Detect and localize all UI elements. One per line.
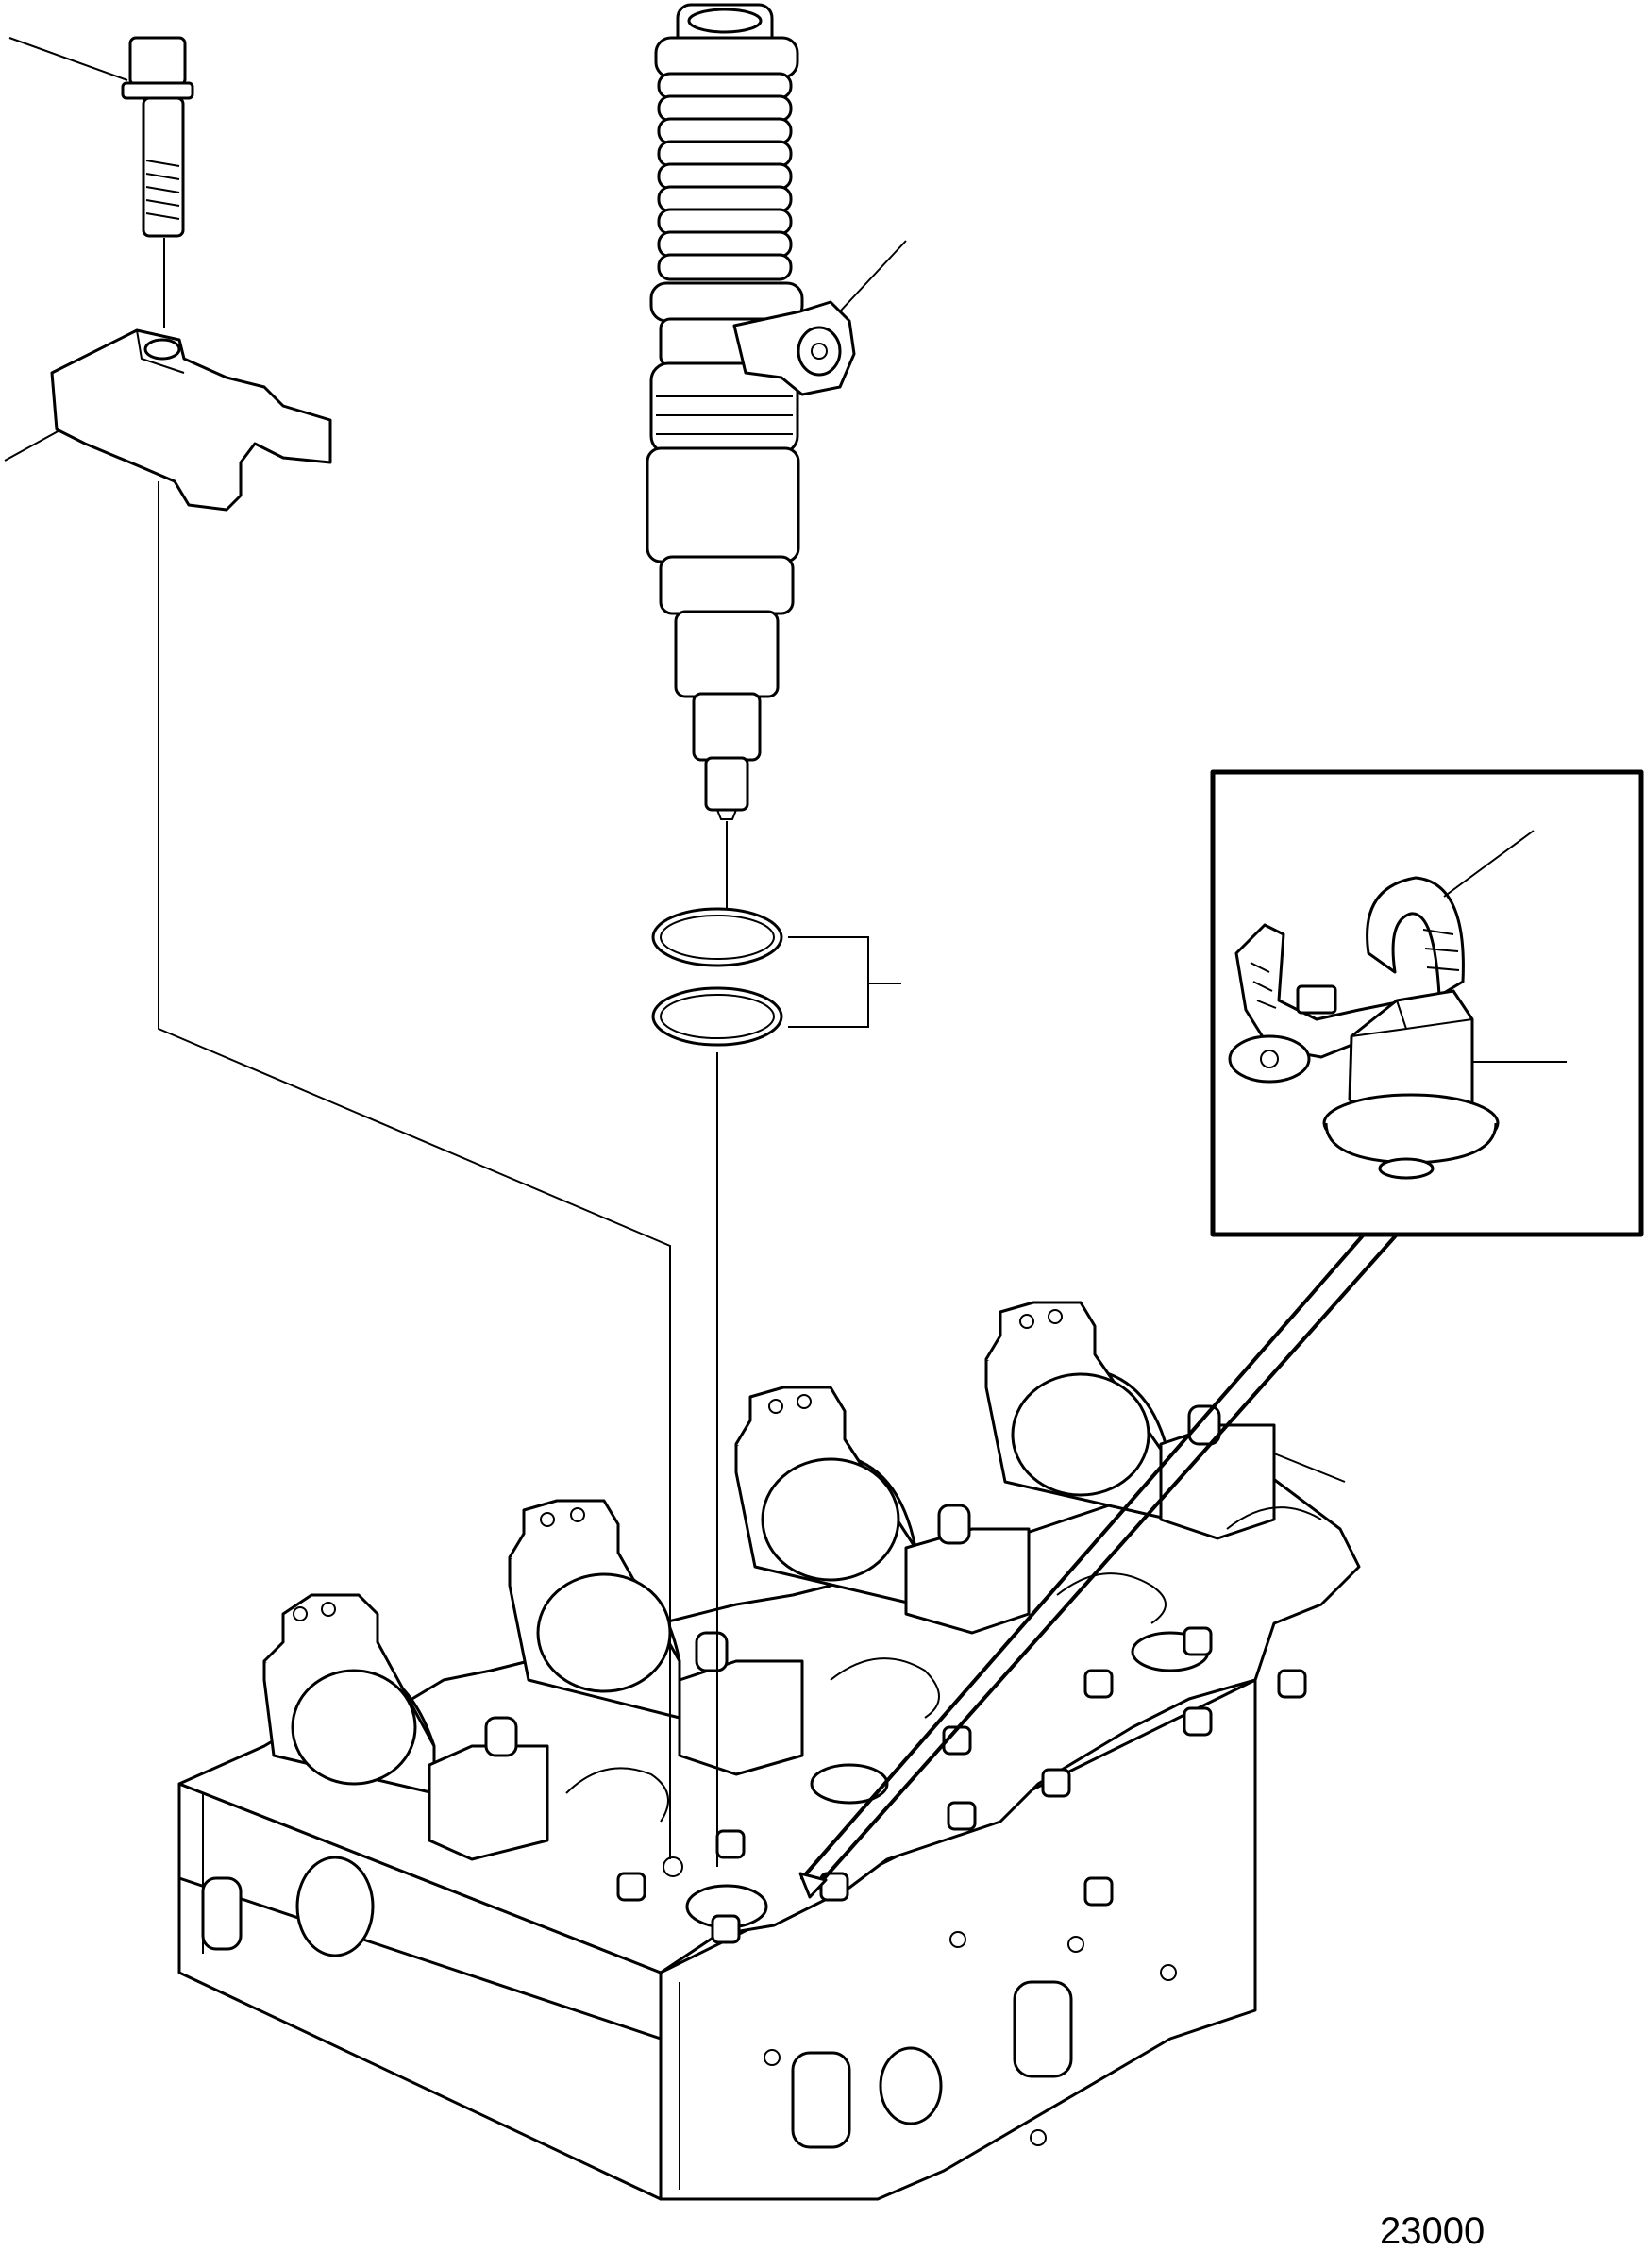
connector: [732, 240, 907, 396]
detail-box: [798, 769, 1644, 1899]
unit-injector: [646, 3, 804, 1867]
deck-water-jackets: [565, 1506, 1322, 1823]
injector-pedestals: [428, 1404, 1276, 1861]
nut: [1322, 989, 1567, 1180]
flange-bolt: [8, 36, 194, 328]
cable-tie: [1228, 830, 1535, 1084]
cylinder-head: [177, 1301, 1361, 2201]
bearing-caps: [262, 1301, 1172, 1795]
clamp: [4, 328, 671, 1859]
valve-studs: [616, 1626, 1307, 1944]
figure-number: 23000: [1380, 2210, 1486, 2252]
o-rings: [651, 907, 901, 1047]
